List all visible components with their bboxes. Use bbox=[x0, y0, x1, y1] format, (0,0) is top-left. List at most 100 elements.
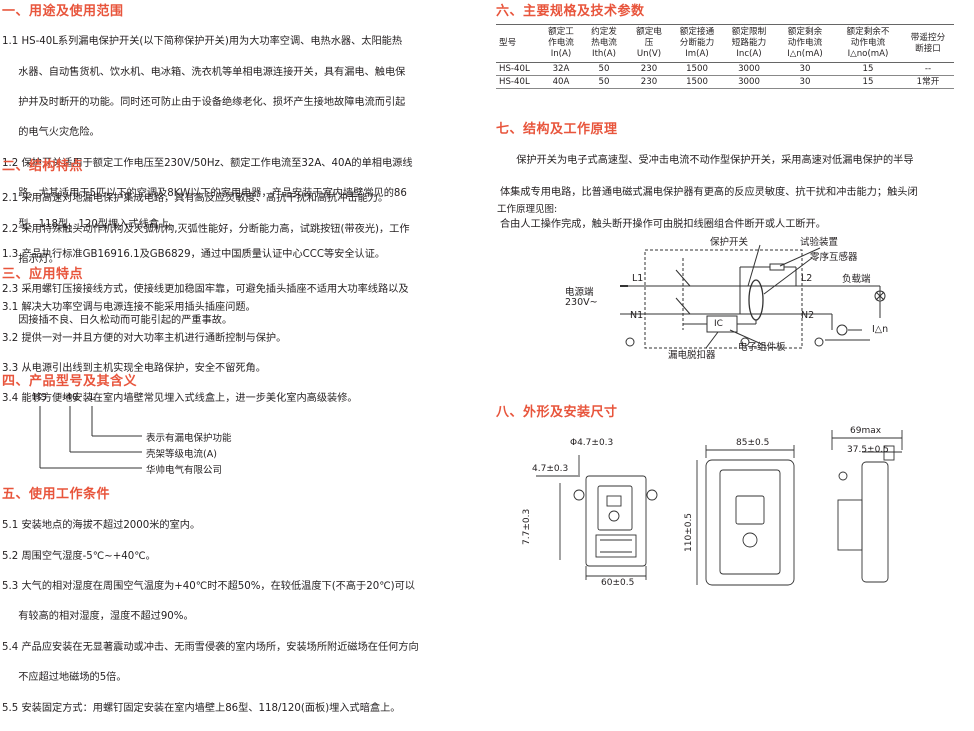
line: 2.3 采用螺钉压接接线方式，使接线更加稳固牢靠，可避免插头插座不适用大功率线路… bbox=[2, 284, 409, 296]
line: 3.1 解决大功率空调与电源连接不能采用插头插座问题。 bbox=[2, 302, 256, 314]
model-code-suffix: L bbox=[90, 392, 96, 403]
line: 3.4 能够方便地安装在室内墙壁常见埋入式线盒上，进一步美化室内高级装修。 bbox=[2, 393, 358, 405]
col-header: 带遥控分断接口 bbox=[902, 24, 954, 63]
model-code-bracket bbox=[39, 406, 142, 469]
dim-hole: Φ4.7±0.3 bbox=[570, 438, 614, 448]
label-n1: N1 bbox=[630, 310, 644, 321]
line: 2.2 采用特殊触头动作机构及灭弧机构,灭弧性能好，分断能力高，试跳按钮(带夜光… bbox=[2, 223, 410, 235]
line: 体集成专用电路，比普通电磁式漏电保护器有更高的反应灵敏度、抗干扰和冲击能力；触头… bbox=[500, 187, 918, 198]
cell: 3000 bbox=[722, 62, 776, 76]
cell: 230 bbox=[626, 62, 672, 76]
label-trip-device: 漏电脱扣器 bbox=[668, 350, 716, 361]
principle-text: 保护开关为电子式高速型、受冲击电流不动作型保护开关，采用高速对低漏电保护的半导 … bbox=[500, 137, 918, 249]
line: 合由人工操作完成，触头断开操作可由脱扣线圈组合件断开或人工断开。 bbox=[500, 219, 826, 230]
label-n2: N2 bbox=[801, 310, 815, 321]
line: 3.2 提供一对一并且方便的对大功率主机进行通断控制与保护。 bbox=[2, 332, 287, 344]
cell: 3000 bbox=[722, 75, 776, 89]
cell: 32A bbox=[540, 62, 582, 76]
line: 5.4 产品应安装在无显著震动或冲击、无雨雪侵袭的室内场所，安装场所附近磁场在任… bbox=[2, 641, 419, 653]
line: 路，尤其适用于5匹以下的空调及8KW以下的家用电器，产品安装于室内墙壁常见的86 bbox=[2, 188, 407, 200]
dim-depth-max: 69max bbox=[850, 426, 882, 436]
section-title-principle: 七、结构及工作原理 bbox=[496, 122, 618, 137]
model-meaning-hs: 华帅电气有限公司 bbox=[146, 465, 223, 476]
section-title-usage: 一、用途及使用范围 bbox=[2, 4, 124, 19]
table-row: HS-40L 32A 50 230 1500 3000 30 15 -- bbox=[496, 62, 954, 76]
label-l1: L1 bbox=[632, 273, 644, 284]
line: 5.5 安装固定方式：用螺钉固定安装在室内墙壁上86型、118/120(面板)埋… bbox=[2, 702, 401, 714]
label-power-end: 电源端 bbox=[565, 287, 594, 298]
section-title-dimensions: 八、外形及安装尺寸 bbox=[496, 405, 618, 420]
line: 水器、自动售货机、饮水机、电冰箱、洗衣机等单相电源连接开关，具有漏电、触电保 bbox=[2, 66, 406, 78]
dim-width-bottom: 60±0.5 bbox=[601, 578, 635, 588]
line: 的电气火灾危险。 bbox=[2, 127, 100, 139]
line: 5.3 大气的相对湿度在周围空气温度为+40℃时不超50%，在较低温度下(不高于… bbox=[2, 581, 415, 593]
col-header: 型号 bbox=[496, 24, 540, 63]
line: 3.3 从电源引出线到主机实现全电路保护，安全不留死角。 bbox=[2, 363, 266, 375]
label-l2: L2 bbox=[801, 273, 813, 284]
dim-depth: 37.5±0.5 bbox=[847, 445, 889, 455]
outline bbox=[585, 475, 647, 567]
label-residual-current: I△n bbox=[872, 324, 889, 335]
model-meaning-l: 表示有漏电保护功能 bbox=[146, 433, 232, 444]
line: 1.2 保护开关适用于额定工作电压至230V/50Hz、额定工作电流至32A、4… bbox=[2, 157, 413, 169]
label-test-device: 试验装置 bbox=[800, 237, 839, 248]
diagram-caption: 工作原理见图: bbox=[497, 204, 558, 215]
label-ic: IC bbox=[714, 319, 723, 329]
cell: 230 bbox=[626, 75, 672, 89]
cell: 1常开 bbox=[902, 75, 954, 89]
cell: 30 bbox=[776, 62, 834, 76]
label-protection-switch: 保护开关 bbox=[710, 237, 749, 248]
switch-boundary bbox=[644, 249, 803, 349]
cell: 15 bbox=[834, 75, 902, 89]
label-zct: 零序互感器 bbox=[810, 252, 858, 263]
line: 2.1 采用高速对地漏电保护集成电路，具有高反应灵敏度、高抗干扰和高抗冲击能力。 bbox=[2, 193, 389, 205]
section-title-structure: 二、结构特点 bbox=[2, 159, 84, 174]
label-electronic-board: 电子组件板 bbox=[738, 342, 786, 353]
cell: 50 bbox=[582, 75, 626, 89]
section-title-conditions: 五、使用工作条件 bbox=[2, 487, 111, 502]
cell: HS-40L bbox=[496, 62, 540, 76]
cell: 1500 bbox=[672, 75, 722, 89]
line: 护并及时断开的功能。同时还可防止由于设备绝缘老化、损坏产生接地故障电流而引起 bbox=[2, 97, 406, 109]
label-voltage: 230V~ bbox=[565, 297, 598, 308]
cell: 50 bbox=[582, 62, 626, 76]
line: 5.2 周围空气湿度-5℃~+40℃。 bbox=[2, 550, 156, 562]
cell: 40A bbox=[540, 75, 582, 89]
cell: 15 bbox=[834, 62, 902, 76]
section-title-application: 三、应用特点 bbox=[2, 267, 84, 282]
dimension-drawings bbox=[536, 430, 903, 586]
line: 5.1 安装地点的海拔不超过2000米的室内。 bbox=[2, 520, 201, 532]
cell: -- bbox=[902, 62, 954, 76]
cell: 1500 bbox=[672, 62, 722, 76]
model-code-prefix: HS bbox=[33, 392, 47, 403]
line: 1.1 HS-40L系列漏电保护开关(以下简称保护开关)用为大功率空调、电热水器… bbox=[2, 36, 403, 48]
label-load-end: 负载端 bbox=[842, 274, 871, 285]
dim-offset: 4.7±0.3 bbox=[532, 464, 569, 474]
line: 保护开关为电子式高速型、受冲击电流不动作型保护开关，采用高速对低漏电保护的半导 bbox=[500, 155, 914, 166]
model-code-current: -40 bbox=[62, 392, 79, 403]
dim-width-front: 85±0.5 bbox=[736, 438, 770, 448]
section-title-specs: 六、主要规格及技术参数 bbox=[496, 4, 645, 19]
usage-text: 1.1 HS-40L系列漏电保护开关(以下简称保护开关)用为大功率空调、电热水器… bbox=[2, 19, 413, 277]
model-meaning-40: 壳架等级电流(A) bbox=[146, 449, 217, 460]
section-title-model: 四、产品型号及其含义 bbox=[2, 374, 138, 389]
line: 因接插不良、日久松动而可能引起的严重事故。 bbox=[2, 314, 233, 326]
cell: HS-40L bbox=[496, 75, 540, 89]
circuit-diagram bbox=[620, 244, 886, 349]
line: 型、118型、120型埋入式线盒上。 bbox=[2, 218, 180, 230]
line: 不应超过地磁场的5倍。 bbox=[2, 672, 127, 684]
structure-text: 2.1 采用高速对地漏电保护集成电路，具有高反应灵敏度、高抗干扰和高抗冲击能力。… bbox=[2, 176, 410, 343]
table-row: HS-40L 40A 50 230 1500 3000 30 15 1常开 bbox=[496, 75, 954, 89]
cell: 30 bbox=[776, 75, 834, 89]
line: 指示灯。 bbox=[2, 254, 59, 266]
application-text: 3.1 解决大功率空调与电源连接不能采用插头插座问题。 3.2 提供一对一并且方… bbox=[2, 285, 358, 422]
